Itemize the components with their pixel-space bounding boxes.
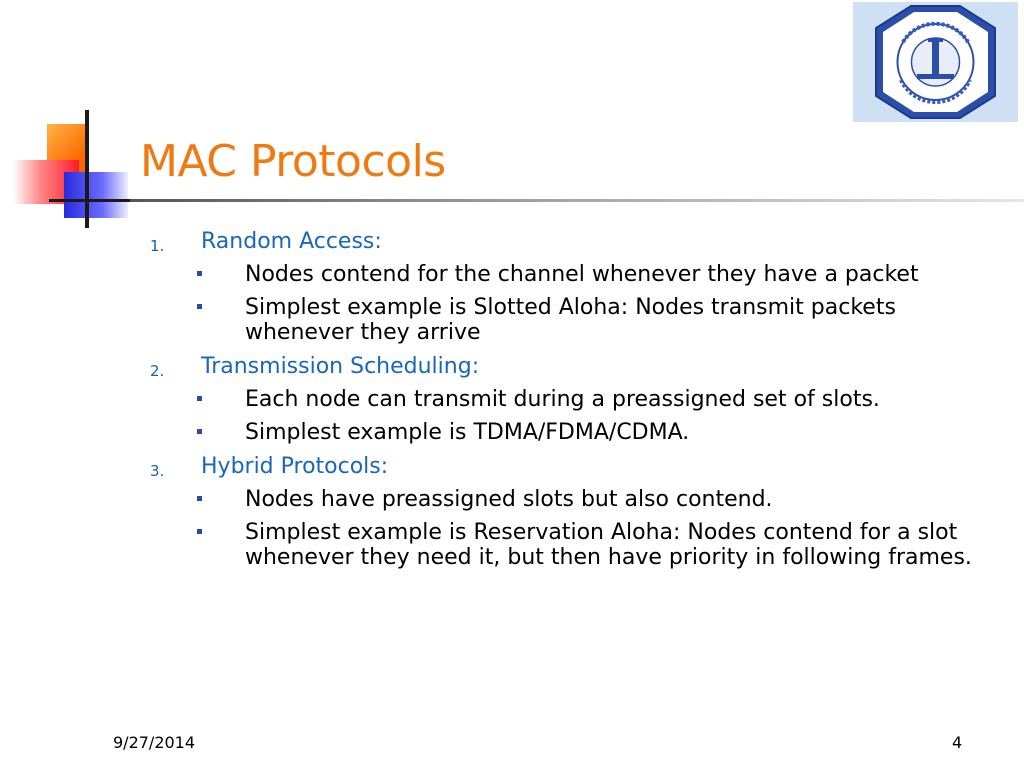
sub-bullet: Simplest example is Reservation Aloha: N… (150, 520, 1000, 570)
item-number: 1. (150, 237, 165, 255)
list-item: 2. Transmission Scheduling: (150, 353, 1000, 381)
bullet-text: Each node can transmit during a preassig… (245, 387, 880, 412)
item-number: 2. (150, 362, 165, 380)
footer-date: 9/27/2014 (113, 733, 196, 752)
bullet-text: Simplest example is Reservation Aloha: N… (245, 520, 972, 570)
footer-page-number: 4 (952, 733, 963, 752)
list-item: 3. Hybrid Protocols: (150, 453, 1000, 481)
square-bullet-icon (197, 271, 202, 276)
bullet-text: Simplest example is Slotted Aloha: Nodes… (245, 295, 896, 345)
corner-decoration (0, 0, 150, 240)
bullet-text: Simplest example is TDMA/FDMA/CDMA. (245, 420, 690, 445)
square-bullet-icon (197, 496, 202, 501)
sub-bullet: Simplest example is TDMA/FDMA/CDMA. (150, 420, 1000, 445)
university-seal-icon (853, 2, 1018, 122)
bullet-text: Nodes contend for the channel whenever t… (245, 262, 919, 287)
square-bullet-icon (197, 396, 202, 401)
sub-bullet: Nodes contend for the channel whenever t… (150, 262, 1000, 287)
sub-bullet: Simplest example is Slotted Aloha: Nodes… (150, 295, 1000, 345)
vertical-line (85, 110, 89, 228)
sub-bullet: Each node can transmit during a preassig… (150, 387, 1000, 412)
page-title: MAC Protocols (140, 136, 446, 187)
title-rule (130, 199, 1024, 202)
square-bullet-icon (197, 304, 202, 309)
square-bullet-icon (197, 429, 202, 434)
sub-bullet: Nodes have preassigned slots but also co… (150, 487, 1000, 512)
item-heading: Hybrid Protocols: (201, 454, 389, 479)
item-number: 3. (150, 462, 165, 480)
item-heading: Random Access: (201, 229, 382, 254)
square-bullet-icon (197, 529, 202, 534)
list-item: 1. Random Access: (150, 228, 1000, 256)
bullet-text: Nodes have preassigned slots but also co… (245, 487, 773, 512)
item-heading: Transmission Scheduling: (201, 354, 480, 379)
blue-block (64, 172, 128, 218)
horizontal-line (49, 199, 149, 202)
content-list: 1. Random Access: Nodes contend for the … (150, 228, 1000, 570)
